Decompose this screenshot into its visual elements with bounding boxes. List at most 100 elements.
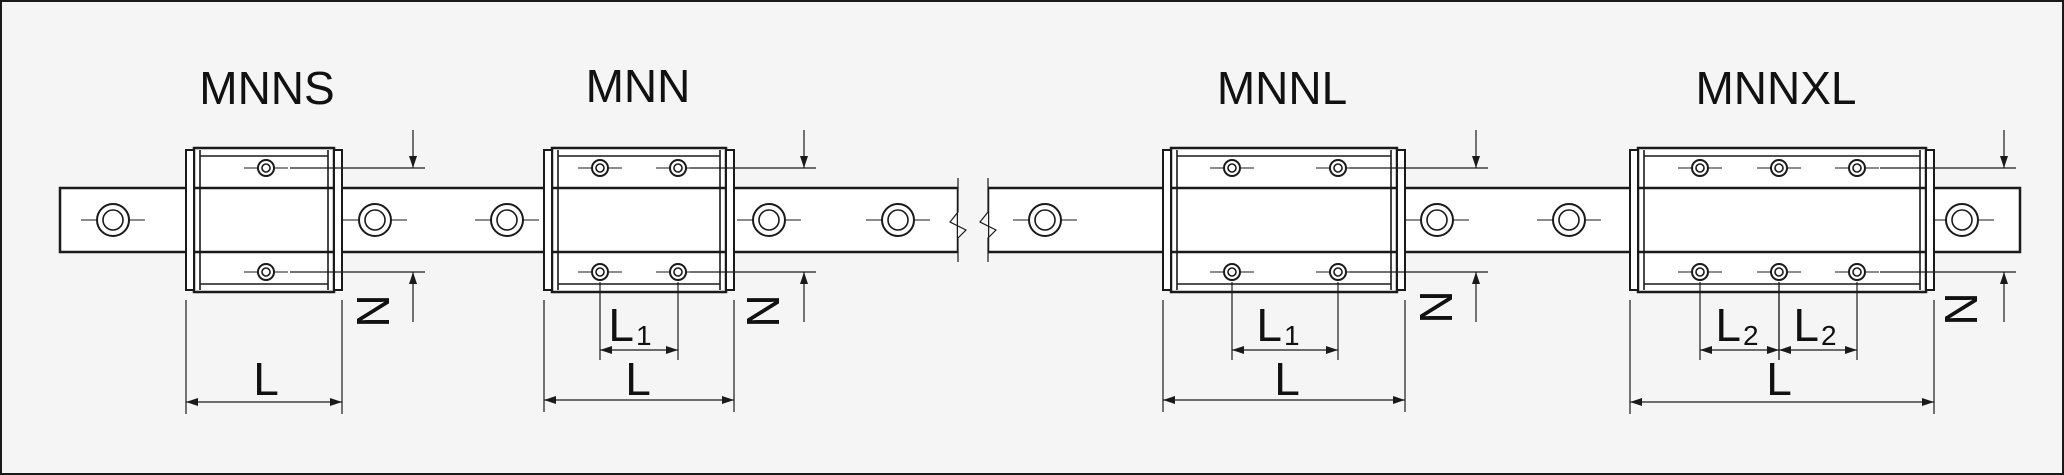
rail-hole-outer [881, 203, 915, 237]
carriage-bolt-hole [1770, 159, 1788, 177]
pitch-label-mnnl: L1 [1256, 299, 1299, 351]
end-seal-right [1396, 149, 1406, 291]
height-arrow-bottom [1472, 272, 1480, 284]
pitch-arrow-left [1232, 346, 1244, 354]
pitch-dimension-mnnl [1231, 282, 1339, 360]
rail-hole-inner [758, 209, 780, 231]
diagram-titles: MNNS MNN MNNL MNNXL [199, 60, 1856, 114]
carriage-bolt-hole-inner [1695, 267, 1705, 277]
carriage-blocks [185, 146, 1935, 294]
pitch-label-mnnxl-left: L2 [1715, 299, 1758, 351]
height-arrow-bottom [800, 272, 808, 284]
pitch-arrow-right [1767, 346, 1779, 354]
carriage-bolt-hole [669, 263, 687, 281]
pitch-label-mnnxl-right: L2 [1793, 299, 1836, 351]
carriage-body [550, 146, 728, 294]
carriage-bolt-hole-inner [1852, 163, 1862, 173]
carriage-bolt-hole [257, 263, 275, 281]
height-dimension-mnn [690, 130, 816, 322]
rail-hole-outer [1028, 203, 1062, 237]
title-mnns: MNNS [199, 62, 334, 114]
carriage-bolt-hole-inner [1227, 163, 1237, 173]
pitch-label-mnn: L1 [608, 299, 651, 351]
length-label-mnnl: L [1274, 353, 1300, 405]
dimension-arrow-right [722, 396, 734, 404]
length-dimension-mnnl [1162, 300, 1406, 412]
height-arrow-top [1472, 156, 1480, 168]
end-seal-left [1629, 149, 1639, 291]
carriage-bolt-hole [257, 159, 275, 177]
height-label-mnnl: N [1410, 290, 1462, 323]
rail-hole-outer [1420, 203, 1454, 237]
length-label-mnnxl: L [1766, 353, 1792, 405]
pitch-dimension-mnnxl-right [1778, 282, 1858, 360]
pitch-labels: L1 L1 L2 L2 [608, 299, 1836, 351]
carriage-bolt-hole [1848, 263, 1866, 281]
height-arrow-bottom [2000, 272, 2008, 284]
carriage-bolt-hole-inner [1774, 163, 1784, 173]
carriage-block-mnnl [1162, 146, 1406, 294]
length-labels: L L L L [253, 353, 1792, 405]
rail-hole-inner [364, 209, 386, 231]
height-arrow-top [2000, 156, 2008, 168]
end-seal-right [333, 149, 343, 291]
pitch-arrow-left [600, 346, 612, 354]
carriage-bolt-hole-inner [1852, 267, 1862, 277]
carriage-bolt-hole-inner [1333, 163, 1343, 173]
end-seal-left [185, 149, 195, 291]
carriage-bolt-hole-inner [261, 163, 271, 173]
end-seal-right [1925, 149, 1935, 291]
rail-break-mark-right [979, 178, 998, 262]
carriage-block-mnnxl [1629, 146, 1935, 294]
carriage-bolt-hole [1848, 159, 1866, 177]
carriage-bolt-hole [1691, 159, 1709, 177]
height-arrow-top [409, 156, 417, 168]
rail-hole-outer [490, 203, 524, 237]
height-label-mnnxl: N [1935, 292, 1987, 325]
pitch-arrow-right [1845, 346, 1857, 354]
dimension-arrow-right [1922, 398, 1934, 406]
title-mnn: MNN [586, 60, 691, 112]
length-label-mnn: L [625, 353, 651, 405]
dimension-arrow-left [1630, 398, 1642, 406]
rail-hole-inner [887, 209, 909, 231]
carriage-bolt-hole-inner [261, 267, 271, 277]
rail-hole-outer [96, 203, 130, 237]
carriage-bolt-hole-inner [1227, 267, 1237, 277]
title-mnnxl: MNNXL [1695, 62, 1856, 114]
length-label-mnns: L [253, 353, 279, 405]
length-dimension-mnn [543, 300, 735, 412]
pitch-arrow-left [1700, 346, 1712, 354]
carriage-bolt-hole [1329, 263, 1347, 281]
height-label-mnns: N [347, 294, 399, 327]
dimension-arrow-right [330, 398, 342, 406]
rail-mounting-holes [81, 203, 1994, 237]
pitch-dimension-mnn [599, 282, 679, 360]
carriage-bolt-hole-inner [673, 163, 683, 173]
carriage-bolt-hole-inner [673, 267, 683, 277]
rail-hole-outer [358, 203, 392, 237]
carriage-bolt-hole [1329, 159, 1347, 177]
carriage-bolt-hole [1223, 159, 1241, 177]
dimension-lines [185, 130, 2016, 414]
pitch-arrow-right [666, 346, 678, 354]
carriage-block-mnns [185, 146, 343, 294]
carriage-bolt-hole [669, 159, 687, 177]
height-labels: N N N N [347, 290, 1987, 327]
rail-hole-inner [1951, 209, 1973, 231]
rail-hole-outer [1552, 203, 1586, 237]
carriage-bolt-hole [1770, 263, 1788, 281]
dimension-arrow-left [1163, 396, 1175, 404]
carriage-bolt-hole-inner [1333, 267, 1343, 277]
length-dimension-mnns [185, 300, 343, 414]
length-dimension-mnnxl [1629, 300, 1935, 414]
height-arrow-bottom [409, 272, 417, 284]
carriage-bolt-hole [1223, 263, 1241, 281]
height-label-mnn: N [737, 294, 789, 327]
pitch-arrow-right [1326, 346, 1338, 354]
rail-hole-outer [752, 203, 786, 237]
carriage-block-mnn [543, 146, 735, 294]
carriage-bolt-hole-inner [595, 163, 605, 173]
rail-hole-inner [1558, 209, 1580, 231]
